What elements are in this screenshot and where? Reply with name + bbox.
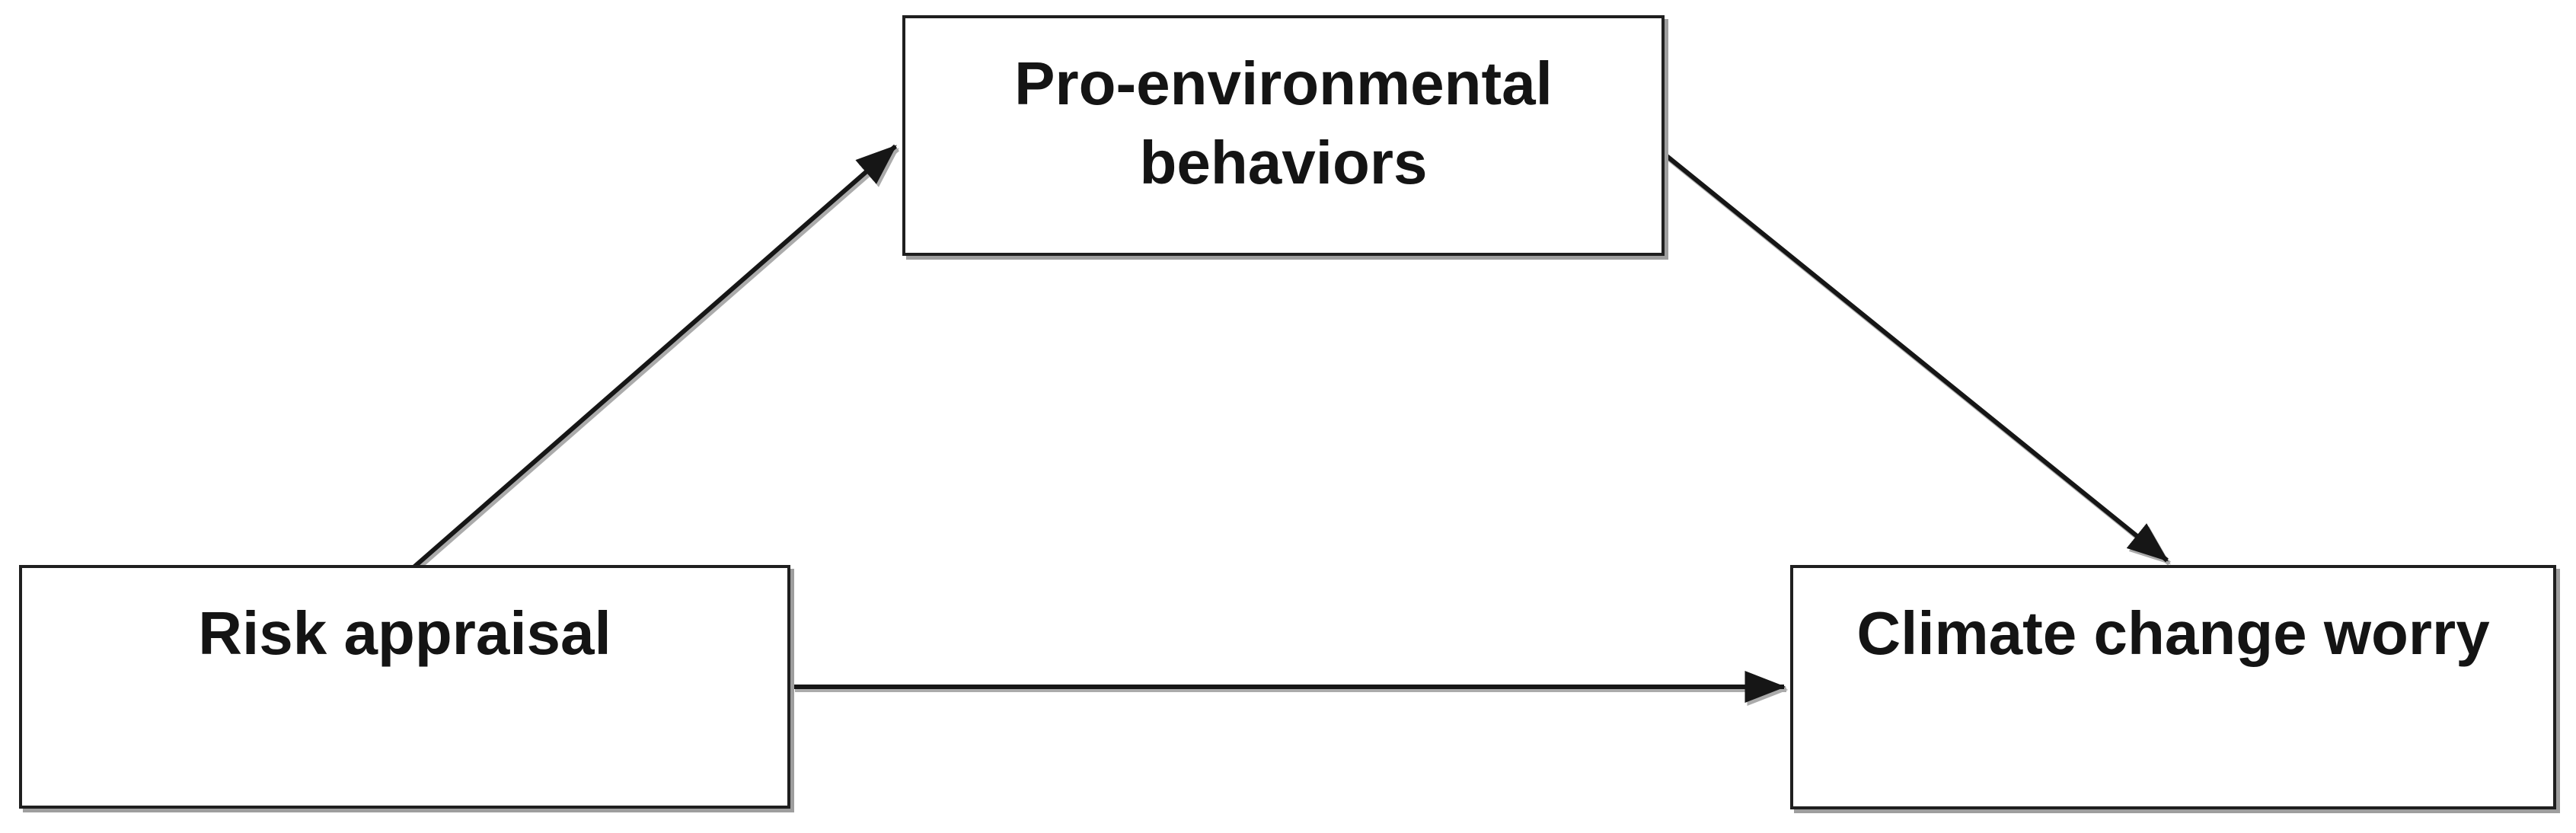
node-label: Risk appraisal xyxy=(198,599,611,667)
node-pro-environmental-behaviors: Pro-environmental behaviors xyxy=(902,15,1665,256)
arrow-behaviors-to-worry xyxy=(1665,154,2169,563)
node-label: Pro-environmental behaviors xyxy=(1014,49,1553,196)
arrow-risk-to-behaviors xyxy=(410,144,897,571)
node-risk-appraisal: Risk appraisal xyxy=(19,565,790,809)
node-climate-change-worry: Climate change worry xyxy=(1790,565,2556,809)
node-label: Climate change worry xyxy=(1856,599,2490,667)
